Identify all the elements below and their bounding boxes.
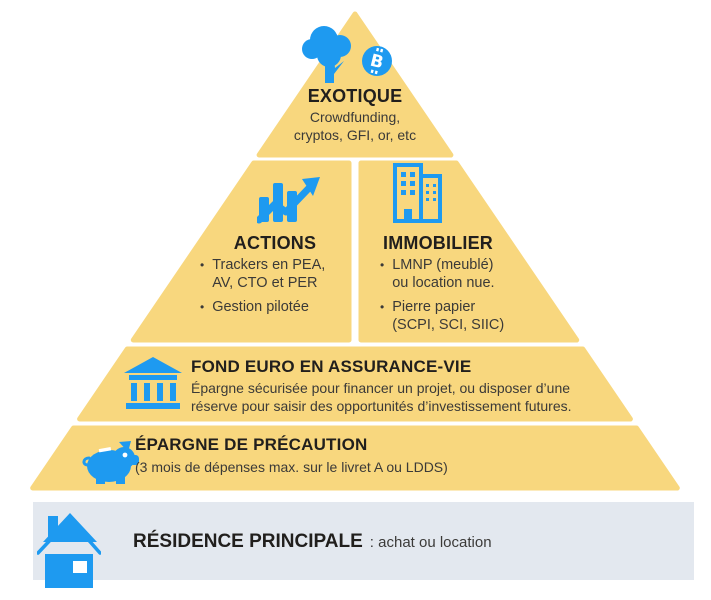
residence-title: RÉSIDENCE PRINCIPALE: [133, 531, 363, 552]
stock-chart-icon: [257, 177, 320, 224]
bullet-icon: •: [200, 300, 205, 314]
residence-bar-shape: [33, 502, 694, 580]
tier-immobilier-shape: [358, 160, 580, 343]
tier-epargne-subtitle: (3 mois de dépenses max. sur le livret A…: [135, 459, 448, 475]
list-item-text: Trackers en PEA, AV, CTO et PER: [212, 257, 326, 291]
tier-actions-title: ACTIONS: [233, 233, 317, 253]
tier-immobilier-title: IMMOBILIER: [383, 233, 493, 253]
tier-epargne-title: ÉPARGNE DE PRÉCAUTION: [135, 435, 368, 454]
tier-fond-euro-title: FOND EURO EN ASSURANCE-VIE: [191, 357, 472, 376]
bitcoin-icon: B: [362, 46, 392, 76]
list-item: • LMNP (meublé) ou location nue.: [380, 257, 536, 292]
list-item: • Trackers en PEA, AV, CTO et PER: [200, 257, 346, 292]
list-item: • Pierre papier (SCPI, SCI, SIIC): [380, 299, 536, 334]
bullet-icon: •: [380, 300, 385, 314]
tier-exotique-subtitle: Crowdfunding, cryptos, GFI, or, etc: [265, 109, 445, 144]
list-item-text: Pierre papier (SCPI, SCI, SIIC): [392, 299, 505, 333]
subtitle-line: Crowdfunding,: [309, 109, 401, 125]
tier-epargne-shape: [30, 425, 680, 491]
bullet-icon: •: [200, 258, 205, 272]
bitcoin-letter: B: [368, 51, 385, 74]
immobilier-list: • LMNP (meublé) ou location nue. • Pierr…: [380, 257, 536, 341]
tree-icon: [302, 26, 351, 83]
list-item: • Gestion pilotée: [200, 299, 346, 317]
tier-fond-euro-description: Épargne sécurisée pour financer un proje…: [191, 380, 572, 414]
tier-exotique-shape: [256, 11, 454, 158]
tier-exotique-title: EXOTIQUE: [307, 86, 403, 106]
tier-fond-euro-shape: [77, 346, 633, 422]
list-item-text: LMNP (meublé) ou location nue.: [392, 257, 495, 291]
bank-icon: [124, 357, 182, 409]
house-icon: [37, 513, 101, 588]
bullet-icon: •: [380, 258, 385, 272]
residence-suffix: : achat ou location: [369, 534, 492, 551]
piggy-bank-icon: [82, 441, 139, 484]
actions-list: • Trackers en PEA, AV, CTO et PER • Gest…: [200, 257, 346, 324]
subtitle-line: cryptos, GFI, or, etc: [293, 126, 417, 143]
residence-text: RÉSIDENCE PRINCIPALE : achat ou location: [133, 531, 492, 553]
list-item-text: Gestion pilotée: [212, 299, 309, 315]
building-icon: [393, 163, 442, 223]
